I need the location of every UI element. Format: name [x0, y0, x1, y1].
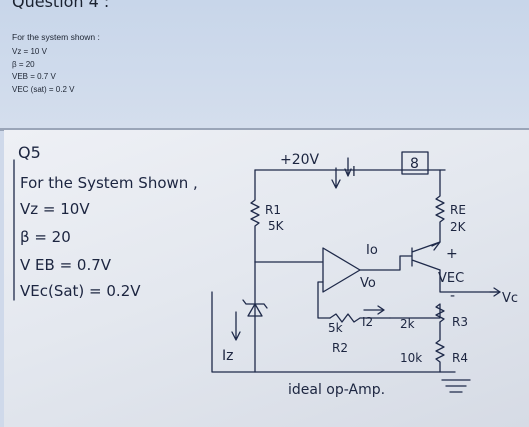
re-value-label: 2K — [450, 220, 467, 234]
typed-question-panel: Question 4 : For the system shown : Vz =… — [0, 0, 529, 128]
r1-resistor — [250, 169, 260, 263]
opamp-symbol — [322, 247, 361, 293]
hw-given-vz: Vz = 10V — [20, 200, 90, 218]
minus-sign-label: - — [450, 288, 455, 304]
given-values: Vz = 10 V β = 20 VEB = 0.7 V VEC (sat) =… — [12, 46, 74, 96]
current-label: I — [352, 165, 356, 180]
vec-label: VEC — [438, 271, 464, 286]
r4-resistor — [435, 321, 445, 373]
given-veb: VEB = 0.7 V — [12, 72, 56, 81]
vo-label: Vo — [360, 276, 376, 291]
r2-name-label: R2 — [332, 341, 348, 355]
emitter-to-vc-wire — [439, 269, 501, 293]
ideal-opamp-note: ideal op-Amp. — [288, 382, 385, 398]
zener-wire — [254, 261, 456, 373]
i2-arrow — [363, 305, 385, 315]
io-label: Io — [366, 243, 378, 258]
r2-value-label: 5k — [328, 321, 343, 335]
r1-name-label: R1 — [265, 203, 281, 217]
hw-prompt: For the System Shown , — [20, 174, 198, 192]
i2-label: I2 — [362, 315, 373, 329]
r4-value-label: 10k — [400, 351, 422, 365]
vc-label: Vc — [502, 291, 518, 306]
vc-arrow — [489, 287, 501, 297]
hw-given-beta: β = 20 — [20, 228, 71, 246]
left-loop-wire — [211, 291, 256, 373]
plus-sign-label: + — [446, 246, 458, 262]
supply-label: +20V — [280, 152, 320, 168]
question-title: Question 4 : — [12, 0, 110, 11]
ground-symbol — [441, 379, 471, 393]
number-box — [401, 151, 429, 175]
box-number-label: 8 — [410, 156, 419, 172]
given-vz: Vz = 10 V — [12, 47, 47, 56]
opamp-output-wire — [359, 255, 413, 271]
hw-given-vec-sat: VEc(Sat) = 0.2V — [20, 282, 141, 300]
r3-name-label: R3 — [452, 315, 468, 329]
given-vec-sat: VEC (sat) = 0.2 V — [12, 84, 75, 94]
re-name-label: RE — [450, 203, 466, 217]
hw-question-number: Q5 — [18, 143, 41, 162]
r2-resistor — [329, 313, 391, 323]
r4-name-label: R4 — [452, 351, 468, 365]
supply-arrow — [331, 167, 341, 189]
given-beta: β = 20 — [12, 59, 35, 69]
photo-divider — [0, 128, 529, 131]
re-resistor — [435, 169, 445, 243]
r1-value-label: 5K — [268, 219, 285, 233]
r3-value-label: 2k — [400, 317, 415, 331]
question-prompt: For the system shown : — [12, 32, 100, 42]
current-arrow — [344, 157, 352, 177]
iz-label: Iz — [222, 348, 233, 364]
r3-resistor — [389, 303, 445, 323]
hw-given-veb: V EB = 0.7V — [20, 256, 112, 274]
handwritten-photo — [4, 130, 529, 427]
iz-arrow — [231, 311, 241, 341]
inverting-input-wire — [317, 281, 331, 319]
pnp-transistor — [411, 241, 441, 271]
zener-diode — [242, 299, 268, 317]
